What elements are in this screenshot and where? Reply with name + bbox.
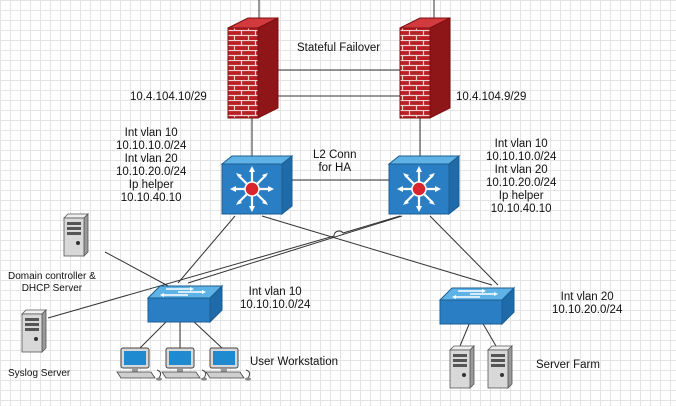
core-left-config-label: Int vlan 10 10.10.10.0/24 Int vlan 20 10…: [116, 127, 187, 204]
domain-controller-server[interactable]: [63, 213, 89, 257]
access-right-config-label: Int vlan 20 10.10.20.0/24: [552, 291, 623, 316]
access-srv1-link: [459, 321, 471, 347]
server-farm-server-1[interactable]: [449, 345, 475, 389]
brick-wall-icon: [227, 17, 279, 119]
access-switch-right[interactable]: [439, 287, 515, 325]
syslog-server[interactable]: [21, 309, 47, 353]
firewall-left[interactable]: [227, 17, 279, 119]
access-ws3-link: [191, 319, 223, 349]
tower-server-icon: [449, 345, 475, 389]
syslog-server-label: Syslog Server: [8, 368, 71, 379]
desktop-pc-icon: [205, 347, 252, 382]
workgroup-switch-icon: [439, 287, 515, 325]
core-left-access-right-link: [261, 215, 493, 286]
firewall-left-ip-label: 10.4.104.10/29: [130, 91, 207, 103]
tower-server-icon: [63, 213, 89, 257]
server-farm-server-2[interactable]: [487, 345, 513, 389]
core-switch-right[interactable]: [387, 154, 461, 216]
core-right-access-left-link: [187, 215, 403, 284]
workstation-2[interactable]: [161, 347, 208, 382]
firewall-right-ip-label: 10.4.104.9/29: [456, 91, 527, 103]
core-switch-left[interactable]: [220, 154, 294, 216]
core-left-access-left-link: [177, 215, 236, 284]
workgroup-switch-icon: [147, 285, 223, 323]
dc-link: [104, 251, 173, 289]
syslog-link: [47, 215, 401, 319]
network-links: [47, 0, 499, 349]
user-workstation-label: User Workstation: [250, 356, 338, 368]
stateful-failover-label: Stateful Failover: [297, 42, 381, 54]
l2-conn-label: L2 Conn for HA: [313, 149, 357, 174]
multilayer-switch-icon: [387, 154, 461, 216]
access-switch-left[interactable]: [147, 285, 223, 323]
multilayer-switch-icon: [220, 154, 294, 216]
brick-wall-icon: [399, 17, 451, 119]
firewall-right[interactable]: [399, 17, 451, 119]
access-left-config-label: Int vlan 10 10.10.10.0/24: [240, 286, 311, 311]
server-farm-label: Server Farm: [536, 359, 600, 371]
core-right-access-right-link: [429, 215, 499, 286]
tower-server-icon: [21, 309, 47, 353]
core-right-config-label: Int vlan 10 10.10.10.0/24 Int vlan 20 10…: [486, 138, 557, 215]
desktop-pc-icon: [161, 347, 208, 382]
workstation-1[interactable]: [116, 347, 163, 382]
desktop-pc-icon: [116, 347, 163, 382]
domain-controller-label: Domain controller & DHCP Server: [8, 271, 96, 294]
access-srv2-link: [481, 321, 497, 347]
access-ws1-link: [139, 319, 169, 349]
tower-server-icon: [487, 345, 513, 389]
workstation-3[interactable]: [205, 347, 252, 382]
